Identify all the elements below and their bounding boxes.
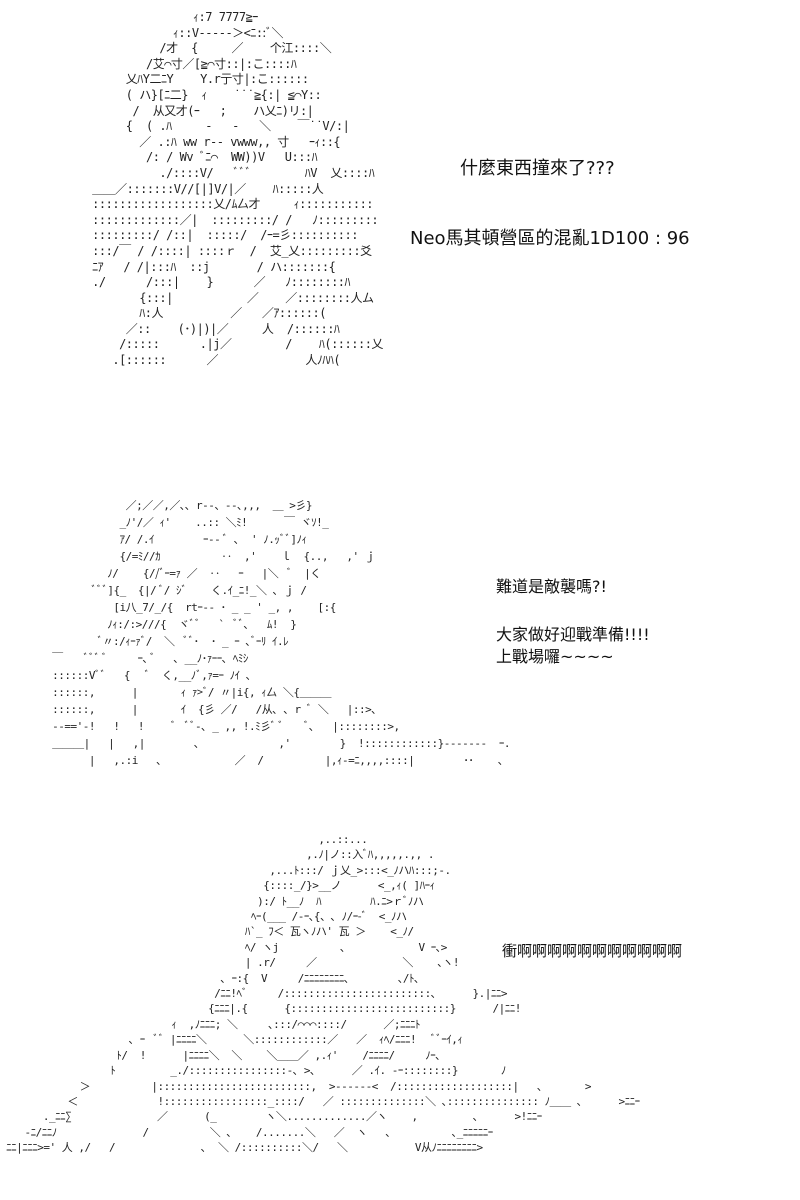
caption-line: 什麼東西撞來了???: [460, 158, 615, 179]
ascii-art-panel-1: ｨ:7 7777≧ｰ ｨ::V-----＞<ﾆ::ﾞ＼ /才 { ／ 个江:::…: [92, 10, 383, 368]
caption-line: 衝啊啊啊啊啊啊啊啊啊啊啊: [502, 942, 683, 960]
caption-line: 上戰場囉~~~~: [496, 647, 614, 666]
caption-line: 大家做好迎戰準備!!!!: [496, 625, 650, 644]
caption-line: Neo馬其頓營區的混亂1D100 : 96: [410, 228, 690, 249]
ascii-art-panel-3: ,..::... ,.ﾉ|ノ::入ﾞﾊ,,,,,.,, . ,...ﾄ:::/ …: [6, 833, 640, 1155]
ascii-art-panel-2: ／;／／,／､､ r-‐、‐-､,,, ＿ >彡} _ﾉ'/／ ｨ' ..:: …: [52, 499, 510, 767]
caption-line: 難道是敵襲嗎?!: [496, 577, 607, 596]
